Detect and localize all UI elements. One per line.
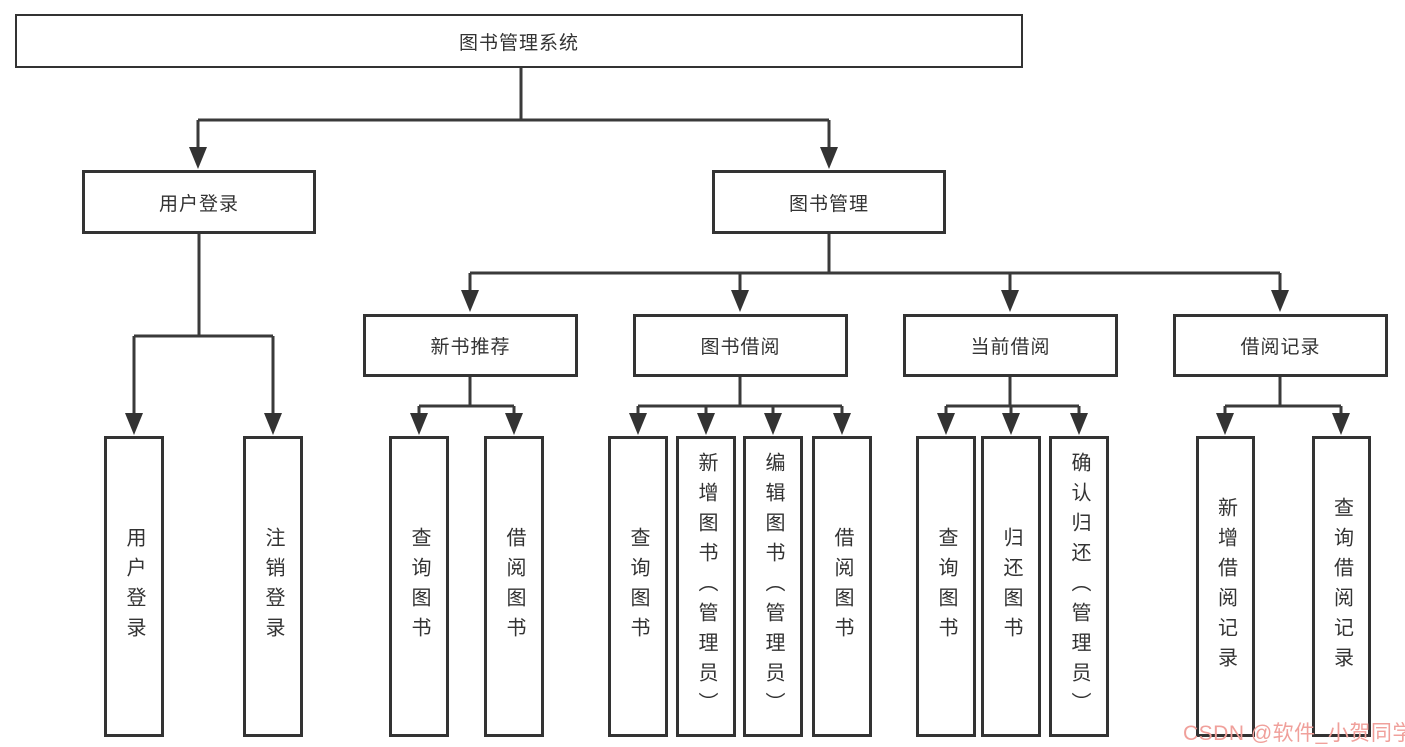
node-borrow-records-label: 借阅记录 <box>1240 337 1321 358</box>
leaf-user-login-label: 用户登录 <box>123 526 145 647</box>
leaf-bb-query-book: 查询图书 <box>608 436 668 737</box>
leaf-cb-return-book: 归还图书 <box>981 436 1041 737</box>
leaf-bb-borrow-book: 借阅图书 <box>812 436 872 737</box>
leaf-logout: 注销登录 <box>243 436 303 737</box>
leaf-bb-borrow-book-label: 借阅图书 <box>831 526 853 647</box>
leaf-nb-borrow-book-label: 借阅图书 <box>503 526 525 647</box>
leaf-br-add-record-label: 新增借阅记录 <box>1214 496 1237 677</box>
leaf-cb-query-book: 查询图书 <box>916 436 976 737</box>
node-book-borrow: 图书借阅 <box>633 314 848 377</box>
connector-currentborrow-to-leaves <box>937 377 1088 435</box>
leaf-bb-add-book: 新增图书（管理员） <box>676 436 736 737</box>
leaf-bb-edit-book-label: 编辑图书（管理员） <box>762 451 784 722</box>
leaf-bb-query-book-label: 查询图书 <box>627 526 649 647</box>
node-root-label: 图书管理系统 <box>458 32 579 54</box>
leaf-user-login: 用户登录 <box>104 436 164 737</box>
connector-bookborrow-to-leaves <box>629 377 851 435</box>
leaf-nb-query-book-label: 查询图书 <box>408 526 430 647</box>
leaf-bb-add-book-label: 新增图书（管理员） <box>695 451 717 722</box>
node-borrow-records: 借阅记录 <box>1173 314 1388 377</box>
leaf-logout-label: 注销登录 <box>262 526 284 647</box>
leaf-br-query-record-label: 查询借阅记录 <box>1330 496 1353 677</box>
leaf-br-query-record: 查询借阅记录 <box>1312 436 1371 737</box>
leaf-br-add-record: 新增借阅记录 <box>1196 436 1255 737</box>
connector-borrowrecords-to-leaves <box>1216 377 1350 435</box>
leaf-nb-borrow-book: 借阅图书 <box>484 436 544 737</box>
leaf-nb-query-book: 查询图书 <box>389 436 449 737</box>
connector-bookmgmt-to-level2 <box>461 234 1289 312</box>
leaf-cb-return-book-label: 归还图书 <box>1000 526 1022 647</box>
node-current-borrow-label: 当前借阅 <box>970 337 1051 358</box>
node-user-login-label: 用户登录 <box>158 193 239 215</box>
node-new-book-recommend: 新书推荐 <box>363 314 578 377</box>
connector-newbook-to-leaves <box>410 377 523 435</box>
csdn-watermark: CSDN @软件_小贺同学 <box>1183 722 1405 745</box>
node-book-management-label: 图书管理 <box>788 193 869 215</box>
leaf-cb-query-book-label: 查询图书 <box>935 526 957 647</box>
node-new-book-recommend-label: 新书推荐 <box>430 337 511 358</box>
node-user-login: 用户登录 <box>82 170 316 234</box>
leaf-cb-confirm-return: 确认归还（管理员） <box>1049 436 1109 737</box>
leaf-cb-confirm-return-label: 确认归还（管理员） <box>1068 451 1090 722</box>
connector-userlogin-to-leaves <box>125 234 282 435</box>
leaf-bb-edit-book: 编辑图书（管理员） <box>743 436 803 737</box>
node-book-borrow-label: 图书借阅 <box>700 337 781 358</box>
node-root: 图书管理系统 <box>15 14 1023 68</box>
node-current-borrow: 当前借阅 <box>903 314 1118 377</box>
connector-root-to-level1 <box>189 68 838 169</box>
node-book-management: 图书管理 <box>712 170 946 234</box>
